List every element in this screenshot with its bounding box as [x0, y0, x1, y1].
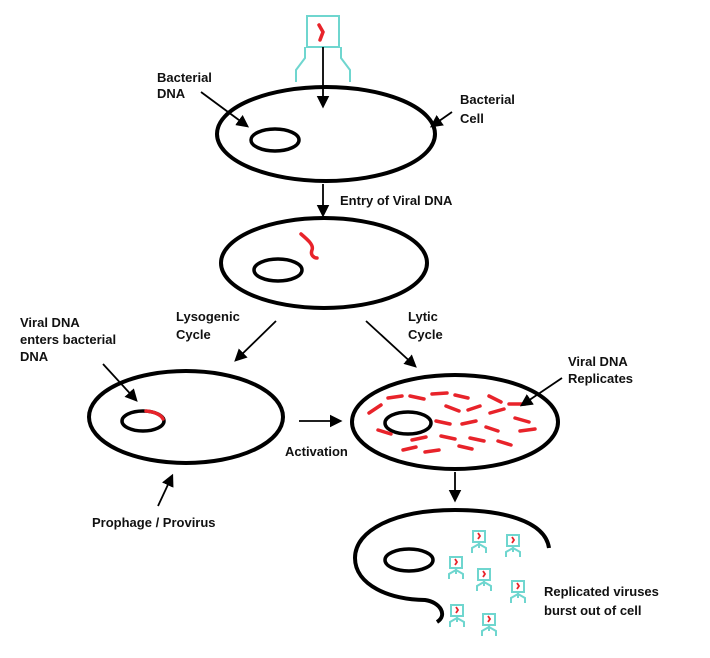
prophage-label: Prophage / Provirus — [92, 515, 216, 530]
released-viruses — [448, 530, 526, 637]
bacterial-dna-label: Bacterial DNA — [157, 70, 216, 101]
viral-replicates-label: Viral DNA Replicates — [568, 354, 633, 386]
lytic-label: Lytic Cycle — [408, 309, 443, 342]
lysogenic-label: Lysogenic Cycle — [176, 309, 243, 342]
viral-replicates-arrow — [519, 377, 563, 407]
bacterial-dna-1 — [249, 127, 301, 153]
bacterial-cell-arrow — [429, 111, 453, 128]
burst-bacterial-dna — [383, 547, 435, 573]
viral-dna-strand — [299, 232, 319, 260]
bacterial-cell-2 — [219, 216, 429, 310]
burst-label: Replicated viruses burst out of cell — [544, 584, 663, 618]
activation-label: Activation — [285, 444, 348, 459]
prophage-arrow — [157, 473, 174, 507]
viral-enters-label: Viral DNA enters bacterial DNA — [20, 315, 120, 364]
lysogenic-cell — [87, 369, 285, 465]
viral-enters-arrow — [102, 363, 138, 402]
lytic-cell — [350, 373, 560, 471]
replicated-viral-dna — [367, 391, 537, 454]
lysogenic-arrow — [234, 320, 277, 362]
bacterial-dna-arrow — [200, 91, 250, 128]
bacterial-cell-label: Bacterial Cell — [460, 92, 519, 126]
burst-cell — [352, 507, 551, 624]
integrated-viral-dna — [144, 409, 165, 421]
entry-label: Entry of Viral DNA — [340, 193, 453, 208]
lytic-bacterial-dna — [383, 410, 433, 436]
bacterial-cell-1 — [215, 85, 437, 183]
bacterial-dna-2 — [252, 257, 304, 283]
prophage-dna — [120, 409, 166, 433]
lytic-arrow — [365, 320, 417, 368]
